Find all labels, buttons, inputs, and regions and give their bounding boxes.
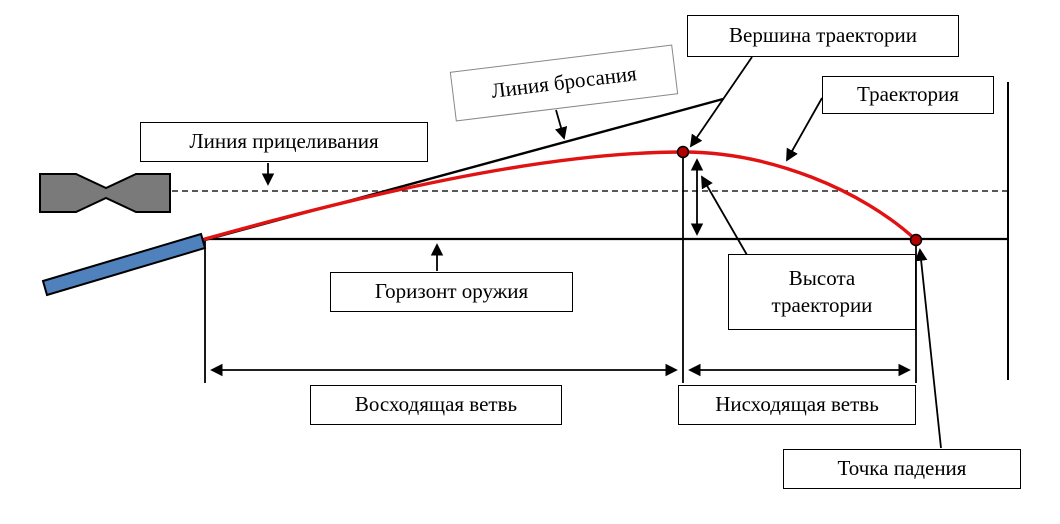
trajectory-curve xyxy=(203,150,918,242)
label-apex: Вершина траектории xyxy=(687,15,959,57)
apex-leader-arrow xyxy=(689,56,753,148)
weapon-sight-icon xyxy=(39,173,171,213)
impact-point-dot xyxy=(909,233,923,247)
label-trajectory: Траектория xyxy=(822,76,994,114)
apex-point xyxy=(676,145,690,159)
label-impact-point: Точка падения xyxy=(783,449,1021,489)
throwing-line-leader-arrow xyxy=(555,109,568,140)
label-ascending-branch: Восходящая ветвь xyxy=(310,385,562,425)
label-descending-branch: Нисходящая ветвь xyxy=(678,385,916,425)
label-trajectory-height: Высота траектории xyxy=(728,254,916,330)
label-weapon-horizon: Горизонт оружия xyxy=(330,272,573,312)
weapon-barrel-icon xyxy=(41,232,207,297)
label-aiming-line: Линия прицеливания xyxy=(140,122,428,162)
height-leader-arrow xyxy=(701,175,748,256)
trajectory-leader-arrow xyxy=(786,97,823,162)
impact-leader-arrow xyxy=(914,248,942,449)
